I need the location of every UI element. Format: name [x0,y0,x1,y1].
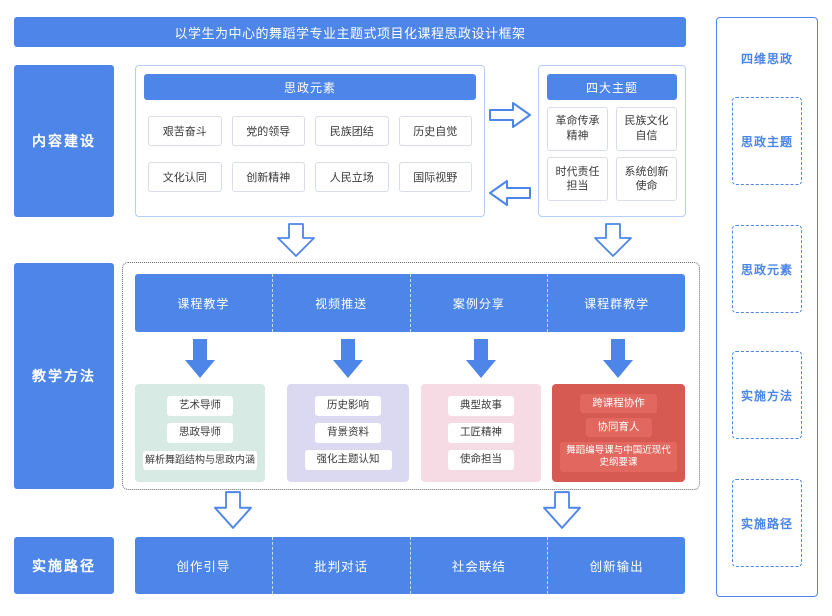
element-item: 历史自觉 [398,116,472,146]
element-item: 文化认同 [148,162,222,192]
path-item: 创作引导 [176,560,231,574]
video-item: 历史影响 [315,396,381,416]
sidebar-item-elements: 思政元素 [732,225,802,313]
stage-label-methods: 教学方法 [14,263,114,489]
stage-label-content: 内容建设 [14,65,114,217]
flow-right-icon [489,101,531,129]
element-item: 创新精神 [231,162,305,192]
case-sharing-panel: 典型故事 工匠精神 使命担当 [421,384,541,482]
group-item: 舞蹈编导课与中国近现代史纲要课 [560,441,677,473]
flow-left-icon [489,179,531,207]
path-item: 创新输出 [547,537,685,594]
case-item: 工匠精神 [448,423,514,443]
path-item: 批判对话 [271,537,410,594]
flow-down-icon [277,223,315,257]
flow-down-icon [214,491,252,529]
video-item: 强化主题认知 [304,450,392,470]
group-item: 跨课程协作 [580,393,657,414]
method-column-label: 视频推送 [271,274,410,332]
four-dimension-sidebar: 四维思政 思政主题 思政元素 实施方法 实施路径 [716,17,818,597]
flow-down-icon [594,223,632,257]
course-item: 艺术导师 [167,396,233,417]
four-themes-grid: 革命传承精神 民族文化自信 时代责任担当 系统创新使命 [547,100,677,208]
solid-down-icon [332,339,364,379]
four-themes-header: 四大主题 [547,74,677,100]
course-teaching-panel: 艺术导师 思政导师 解析舞蹈结构与思政内涵 [135,384,265,482]
sidebar-item-path: 实施路径 [732,479,802,567]
element-item: 艰苦奋斗 [148,116,222,146]
sidebar-title: 四维思政 [740,52,793,66]
solid-down-icon [184,339,216,379]
stage-label-path: 实施路径 [14,537,114,594]
element-item: 国际视野 [398,162,472,192]
element-item: 人民立场 [315,162,389,192]
element-item: 党的领导 [231,116,305,146]
video-push-panel: 历史影响 背景资料 强化主题认知 [287,384,409,482]
case-item: 使命担当 [448,450,514,470]
sidebar-item-methods: 实施方法 [732,351,802,439]
theme-item: 民族文化自信 [616,106,677,151]
implementation-path-bar: 创作引导 批判对话 社会联结 创新输出 [135,537,685,594]
ideology-elements-grid: 艰苦奋斗 党的领导 民族团结 历史自觉 文化认同 创新精神 人民立场 国际视野 [144,100,476,208]
ideology-elements-panel: 思政元素 艰苦奋斗 党的领导 民族团结 历史自觉 文化认同 创新精神 人民立场 … [135,65,485,217]
method-column-label: 课程群教学 [547,274,685,332]
course-group-panel: 跨课程协作 协同育人 舞蹈编导课与中国近现代史纲要课 [552,384,685,482]
course-item: 思政导师 [167,423,233,444]
solid-down-icon [465,339,497,379]
solid-down-icon [602,339,634,379]
group-item: 协同育人 [585,417,652,438]
four-themes-panel: 四大主题 革命传承精神 民族文化自信 时代责任担当 系统创新使命 [538,65,686,217]
case-item: 典型故事 [448,396,514,416]
element-item: 民族团结 [315,116,389,146]
teaching-methods-container [122,262,700,490]
theme-item: 系统创新使命 [616,157,677,202]
video-item: 背景资料 [315,423,381,443]
theme-item: 时代责任担当 [547,157,608,202]
course-item: 解析舞蹈结构与思政内涵 [143,450,257,470]
path-item: 社会联结 [409,537,548,594]
sidebar-item-theme: 思政主题 [732,97,802,185]
ideology-elements-header: 思政元素 [144,74,476,100]
page-title: 以学生为中心的舞蹈学专业主题式项目化课程思政设计框架 [14,17,686,47]
teaching-methods-bar: 课程教学 视频推送 案例分享 课程群教学 [135,274,685,332]
theme-item: 革命传承精神 [547,106,608,151]
flow-down-icon [543,491,581,529]
method-column-label: 案例分享 [409,274,548,332]
method-column-label: 课程教学 [177,296,230,311]
